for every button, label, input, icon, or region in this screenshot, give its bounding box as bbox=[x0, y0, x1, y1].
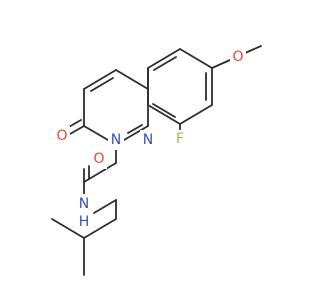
bond bbox=[152, 103, 176, 118]
atom-label: F bbox=[176, 131, 184, 147]
atom-ketone-oxygen: O bbox=[54, 126, 70, 146]
bond bbox=[90, 77, 114, 92]
bond bbox=[83, 125, 109, 141]
bond bbox=[83, 218, 117, 239]
bond bbox=[147, 104, 181, 125]
atom-label: O bbox=[232, 49, 243, 65]
atom-label-bg bbox=[91, 149, 107, 169]
bond bbox=[147, 48, 181, 69]
atom-methoxy-oxygen: O bbox=[230, 47, 246, 67]
atom-label-bg bbox=[54, 126, 70, 146]
atom-label: H bbox=[79, 214, 90, 230]
atom-label-layer: O F O N N O N H bbox=[54, 47, 246, 232]
atom-label: O bbox=[56, 128, 67, 144]
molecule-diagram: O F O N N O N H bbox=[51, 45, 262, 276]
bond bbox=[153, 56, 177, 71]
atom-label-bg bbox=[173, 130, 187, 148]
atom-label: N bbox=[143, 132, 153, 148]
atom-fluorine: F bbox=[173, 130, 187, 148]
bond bbox=[127, 124, 143, 134]
bond bbox=[51, 218, 85, 239]
atom-ring-nitrogen-a: N bbox=[108, 130, 124, 150]
bond-layer bbox=[51, 45, 262, 276]
atom-ring-nitrogen-b: N bbox=[140, 130, 156, 150]
atom-label-bg bbox=[108, 130, 124, 150]
bond bbox=[69, 125, 85, 135]
atom-label: N bbox=[79, 196, 89, 212]
bond bbox=[93, 199, 117, 214]
bond bbox=[123, 125, 149, 141]
bond bbox=[244, 45, 262, 54]
atom-label-bg bbox=[230, 47, 246, 67]
bond bbox=[179, 104, 213, 125]
bond bbox=[179, 48, 213, 69]
atom-label-bg bbox=[76, 194, 92, 232]
atom-label: O bbox=[93, 151, 104, 167]
bond bbox=[211, 59, 231, 69]
atom-amide-nitrogen: N H bbox=[76, 194, 92, 232]
bond bbox=[115, 69, 149, 90]
bond bbox=[83, 69, 117, 90]
atom-amide-oxygen: O bbox=[91, 149, 107, 169]
atom-label: N bbox=[111, 132, 121, 148]
atom-label-bg bbox=[140, 130, 156, 150]
